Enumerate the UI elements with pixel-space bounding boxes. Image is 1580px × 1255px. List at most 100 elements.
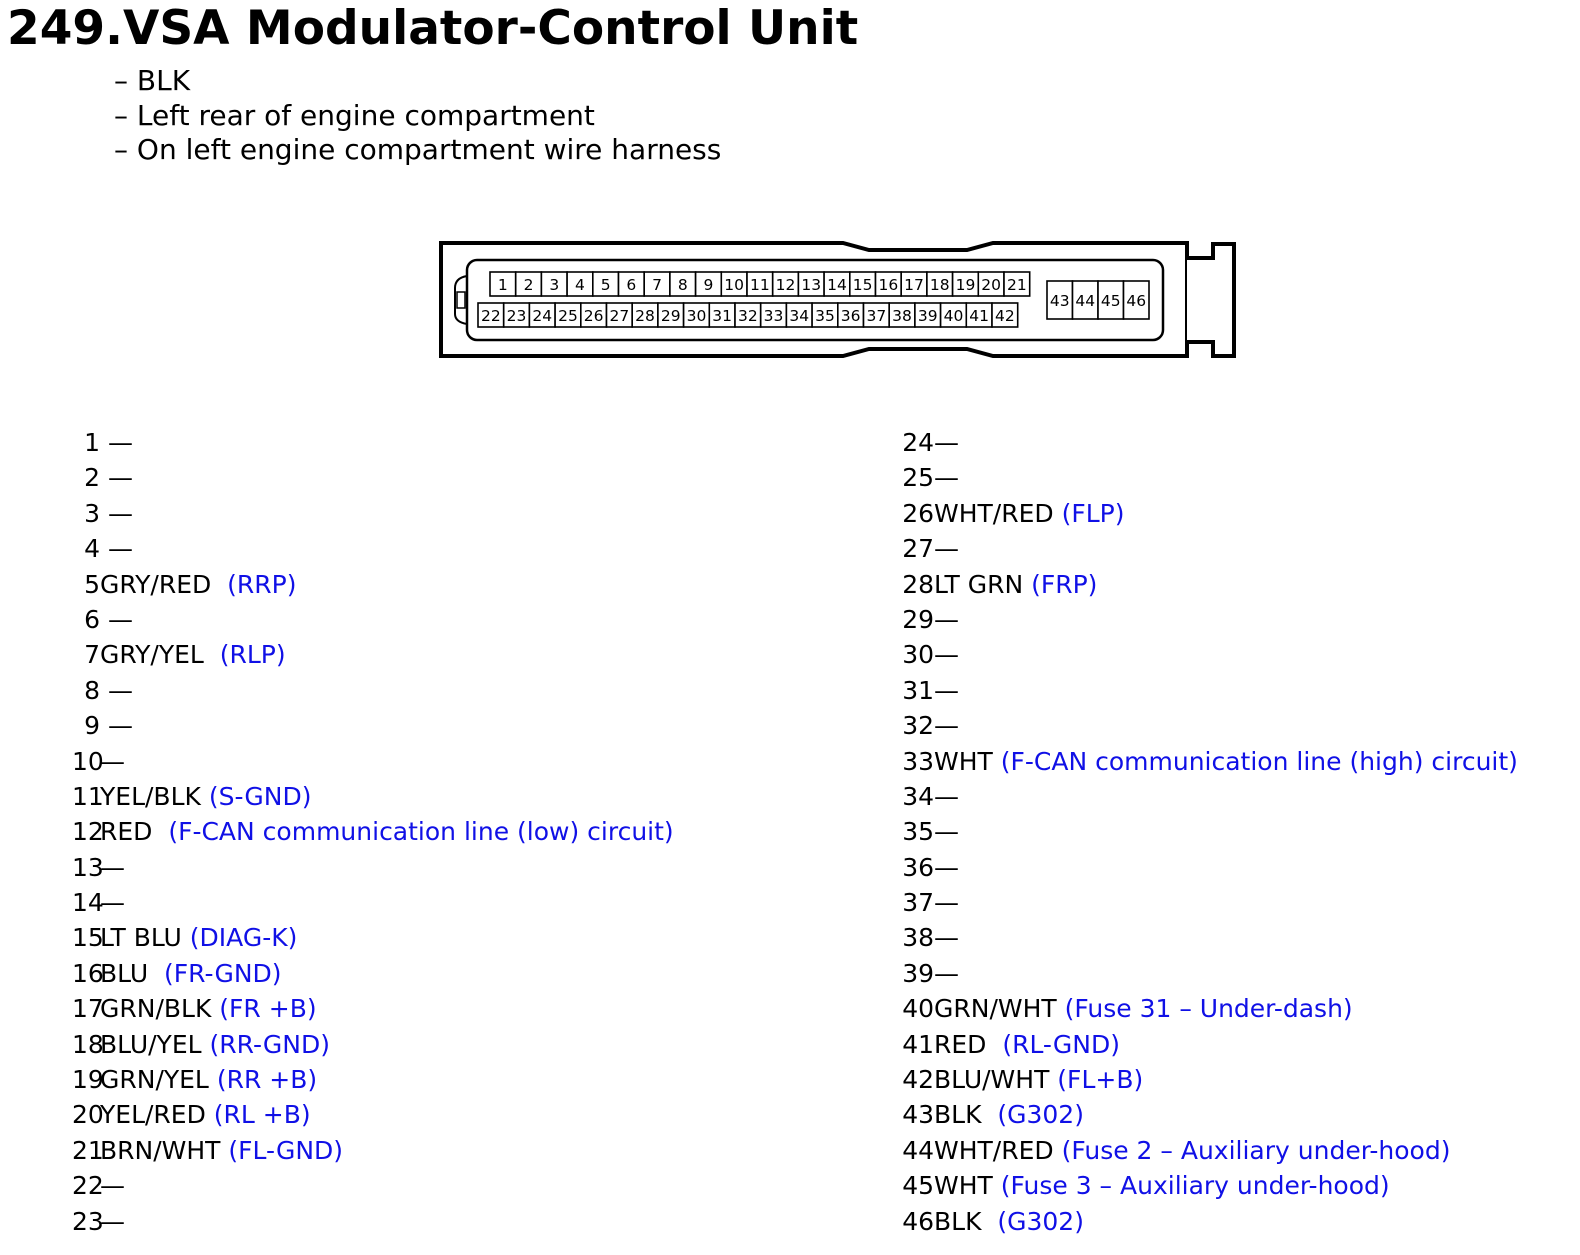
pin-number: 43 [902,1100,934,1130]
connector-cavity: 29 [657,302,685,328]
connector-cavity: 44 [1071,280,1099,320]
cavity-number: 20 [981,276,1001,294]
connector-cavity: 32 [734,302,762,328]
pin-number: 11 [72,781,104,811]
cavity-number: 31 [712,307,732,325]
pin-number: 38 [902,923,934,953]
connector-cavity: 28 [631,302,659,328]
pin-row: 40GRN/WHT (Fuse 31 – Under-dash) [900,991,1518,1026]
pin-row: 17GRN/BLK (FR +B) [72,991,674,1026]
pin-wire-color: — [100,463,133,493]
pin-wire-color: BLK [934,1100,990,1130]
connector-cavity: 17 [900,271,928,297]
connector-cavity: 45 [1097,280,1125,320]
connector-cavity: 30 [682,302,711,328]
pin-row: 18BLU/YEL (RR-GND) [72,1027,674,1062]
pin-wire-color: GRN/WHT [934,994,1057,1024]
connector-lock-tab [1187,242,1236,358]
pin-wire-color: — [100,1206,125,1236]
pin-description: (FR-GND) [156,958,282,988]
pin-list-right: 24—25—26WHT/RED (FLP)27—28LT GRN (FRP)29… [900,425,1518,1239]
pin-wire-color: YEL/RED [100,1100,206,1130]
pin-wire-color: GRY/RED [100,569,220,599]
connector-cavity: 41 [965,302,993,328]
pin-row: 31— [900,673,1518,708]
pin-number: 37 [902,888,934,918]
pin-description: (RLP) [211,640,286,670]
pin-wire-color: WHT [934,1171,993,1201]
connector-cavity: 14 [823,271,851,297]
pin-description: (Fuse 31 – Under-dash) [1056,994,1353,1024]
cavity-number: 26 [584,307,604,325]
connector-cavity: 11 [746,271,774,297]
cavity-number: 18 [930,276,950,294]
pin-wire-color: — [100,888,125,918]
pin-wire-color: YEL/BLK [100,781,201,811]
pin-row: 9 — [72,708,674,743]
pin-row: 41RED (RL-GND) [900,1027,1518,1062]
pin-number: 18 [72,1029,104,1059]
pin-row: 19GRN/YEL (RR +B) [72,1062,674,1097]
pin-row: 35— [900,814,1518,849]
pin-wire-color: — [934,781,959,811]
pin-row: 22— [72,1168,674,1203]
pin-wire-color: — [934,711,959,741]
pin-wire-color: — [100,498,133,528]
connector-cavity: 33 [759,302,788,328]
cavity-number: 32 [738,307,758,325]
pin-wire-color: BLK [934,1206,990,1236]
pin-wire-color: — [934,604,959,634]
pin-row: 1 — [72,425,674,460]
connector-cavity: 3 [540,271,568,297]
pin-wire-color: LT GRN [934,569,1024,599]
pin-number: 10 [72,746,104,776]
pin-row: 4 — [72,531,674,566]
pin-wire-color: — [100,428,133,457]
pin-row: 43BLK (G302) [900,1097,1518,1132]
pin-number: 16 [72,958,104,988]
connector-cavity: 46 [1122,280,1150,320]
connector-cavity: 18 [926,271,954,297]
pin-number: 4 [84,534,100,564]
cavity-number: 36 [841,307,861,325]
pin-row: 32— [900,708,1518,743]
pin-wire-color: — [934,463,959,493]
pin-number: 33 [902,746,934,776]
cavity-number: 11 [750,276,770,294]
pin-row: 45WHT (Fuse 3 – Auxiliary under-hood) [900,1168,1518,1203]
pin-row: 14— [72,885,674,920]
pin-row: 33WHT (F-CAN communication line (high) c… [900,744,1518,779]
cavity-number: 3 [549,276,559,294]
cavity-number: 17 [904,276,924,294]
pin-row: 30— [900,637,1518,672]
pin-row: 16BLU (FR-GND) [72,956,674,991]
pin-row: 5GRY/RED (RRP) [72,567,674,602]
pin-row: 29— [900,602,1518,637]
pin-number: 21 [72,1135,104,1165]
connector-cavity: 4 [566,271,594,297]
connector-cavity: 1 [489,271,517,297]
pin-wire-color: WHT/RED [934,498,1054,528]
pin-wire-color: — [934,852,959,882]
pin-number: 35 [902,817,934,847]
pin-number: 45 [902,1171,934,1201]
pin-wire-color: — [934,428,959,457]
pin-number: 12 [72,817,104,847]
connector-cavity: 42 [991,302,1019,328]
connector-color-info: – BLK [114,64,191,97]
cavity-number: 39 [918,307,938,325]
pin-wire-color: BRN/WHT [100,1135,221,1165]
connector-cavity: 31 [708,302,736,328]
pin-row: 25— [900,460,1518,495]
cavity-number: 1 [498,276,508,294]
pin-number: 26 [902,498,934,528]
connector-cavity: 6 [617,271,646,297]
pin-wire-color: — [934,640,959,670]
pin-wire-color: BLU [100,958,157,988]
pin-wire-color: GRN/YEL [100,1065,209,1095]
connector-cavity: 16 [874,271,903,297]
pin-description: (G302) [989,1100,1084,1130]
cavity-number: 16 [878,276,898,294]
pin-number: 13 [72,852,104,882]
